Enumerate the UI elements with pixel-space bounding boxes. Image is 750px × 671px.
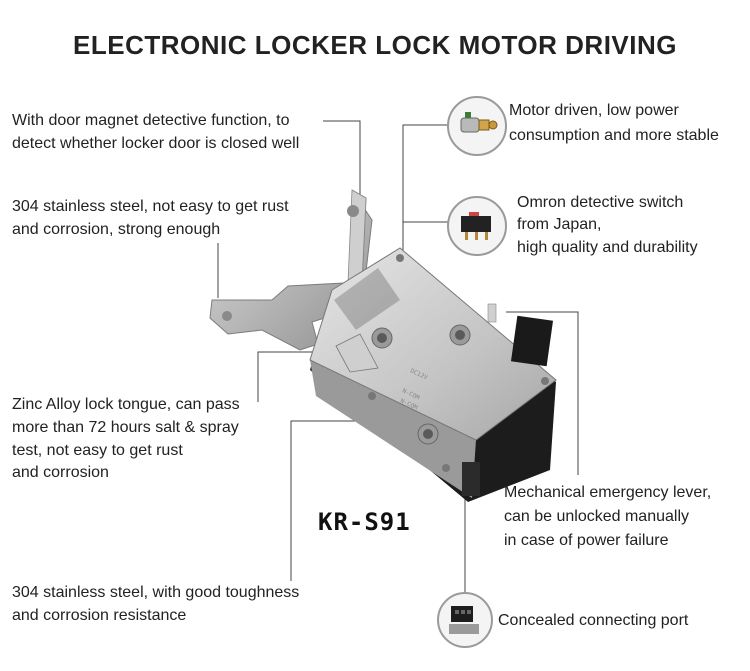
steel-top-callout-line-1: 304 stainless steel, not easy to get rus… [12, 198, 289, 215]
motor-callout-line-2: consumption and more stable [509, 127, 719, 144]
motor-thumbnail-icon [447, 96, 507, 156]
motor-callout-line-1: Motor driven, low power [509, 102, 679, 119]
magnet-callout-line-2: detect whether locker door is closed wel… [12, 135, 300, 152]
model-label: KR-S91 [318, 508, 411, 536]
switch-callout-line-3: high quality and durability [517, 239, 698, 256]
lever-callout-line-3: in case of power failure [504, 532, 669, 549]
zinc-callout-line-1: Zinc Alloy lock tongue, can pass [12, 396, 240, 413]
connector-port-thumbnail-icon [437, 592, 493, 648]
zinc-callout-line-3: test, not easy to get rust [12, 442, 183, 459]
zinc-callout-line-2: more than 72 hours salt & spray [12, 419, 239, 436]
switch-thumbnail-icon [447, 196, 507, 256]
page-title: ELECTRONIC LOCKER LOCK MOTOR DRIVING [73, 30, 677, 60]
zinc-callout-line-4: and corrosion [12, 464, 109, 481]
lever-callout-line-2: can be unlocked manually [504, 508, 690, 525]
switch-callout-line-1: Omron detective switch [517, 194, 684, 211]
steel-bottom-callout-line-1: 304 stainless steel, with good toughness [12, 584, 300, 601]
steel-top-callout-line-2: and corrosion, strong enough [12, 221, 221, 238]
magnet-callout-line-1: With door magnet detective function, to [12, 112, 290, 129]
port-callout-label: Concealed connecting port [498, 612, 689, 629]
switch-callout-line-2: from Japan, [517, 216, 602, 233]
lever-callout-line-1: Mechanical emergency lever, [504, 484, 712, 501]
steel-bottom-callout-line-2: and corrosion resistance [12, 607, 187, 624]
